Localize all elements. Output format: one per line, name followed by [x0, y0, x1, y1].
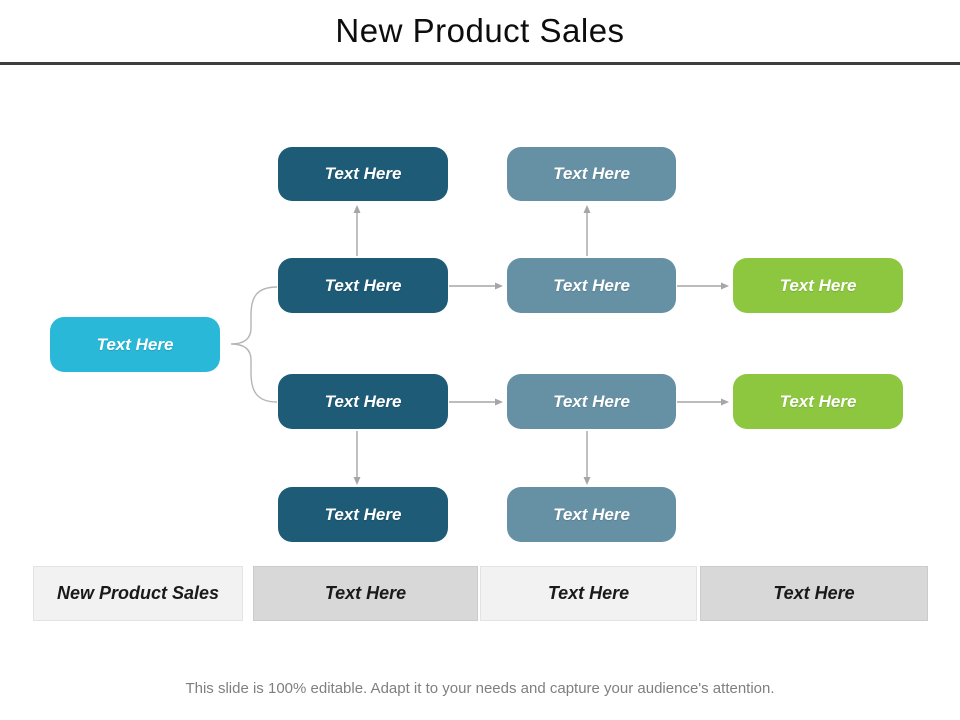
- flow-node-label: Text Here: [324, 504, 402, 524]
- flow-node-col2-row1: Text Here: [507, 147, 676, 201]
- flow-node-label: Text Here: [324, 391, 402, 411]
- legend-item-4: Text Here: [700, 566, 928, 621]
- legend-item-label: Text Here: [324, 583, 407, 603]
- slide-title: New Product Sales: [335, 12, 625, 49]
- flow-node-label: Text Here: [779, 275, 857, 295]
- flow-node-label: Text Here: [324, 275, 402, 295]
- flow-node-label: Text Here: [779, 391, 857, 411]
- flow-node-label: Text Here: [324, 164, 402, 183]
- flow-node-label: Text Here: [553, 391, 630, 411]
- legend-item-label: Text Here: [547, 583, 630, 603]
- legend-item-label: Text Here: [773, 583, 855, 603]
- flow-node-col3-row3: Text Here: [733, 374, 903, 429]
- legend-item-2: Text Here: [253, 566, 478, 621]
- flow-node-col2-row4: Text Here: [507, 487, 676, 542]
- flow-node-col3-row2: Text Here: [733, 258, 903, 313]
- flow-node-label: Text Here: [96, 334, 174, 354]
- flow-node-label: Text Here: [553, 275, 630, 295]
- legend-item-label: New Product Sales: [56, 583, 220, 603]
- legend-item-3: Text Here: [480, 566, 697, 621]
- flow-node-label: Text Here: [553, 504, 630, 524]
- slide-footer-note: This slide is 100% editable. Adapt it to…: [185, 680, 775, 697]
- title-divider: [0, 62, 960, 65]
- flow-node-col2-row3: Text Here: [507, 374, 676, 429]
- flow-node-col1-row3: Text Here: [278, 374, 448, 429]
- flow-node-col1-row4: Text Here: [278, 487, 448, 542]
- flow-node-label: Text Here: [553, 164, 630, 183]
- flow-node-col1-row1: Text Here: [278, 147, 448, 201]
- flow-node-root: Text Here: [50, 317, 220, 372]
- flow-node-col1-row2: Text Here: [278, 258, 448, 313]
- brace-connector: [230, 286, 278, 403]
- legend-item-new-product-sales: New Product Sales: [33, 566, 243, 621]
- flow-node-col2-row2: Text Here: [507, 258, 676, 313]
